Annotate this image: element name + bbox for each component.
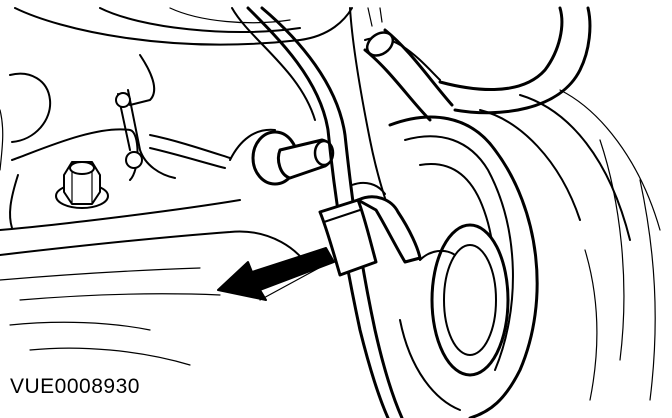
figure-code-label: VUE0008930 xyxy=(10,375,140,398)
pointer-arrow xyxy=(217,247,335,301)
engine-block xyxy=(0,72,311,366)
hex-bolt xyxy=(55,161,109,209)
stud-port xyxy=(229,128,335,186)
pulley xyxy=(388,89,661,418)
tube xyxy=(363,6,592,122)
hose-clip xyxy=(318,181,422,277)
upper-housing xyxy=(14,7,353,46)
mounting-bracket xyxy=(115,54,231,179)
